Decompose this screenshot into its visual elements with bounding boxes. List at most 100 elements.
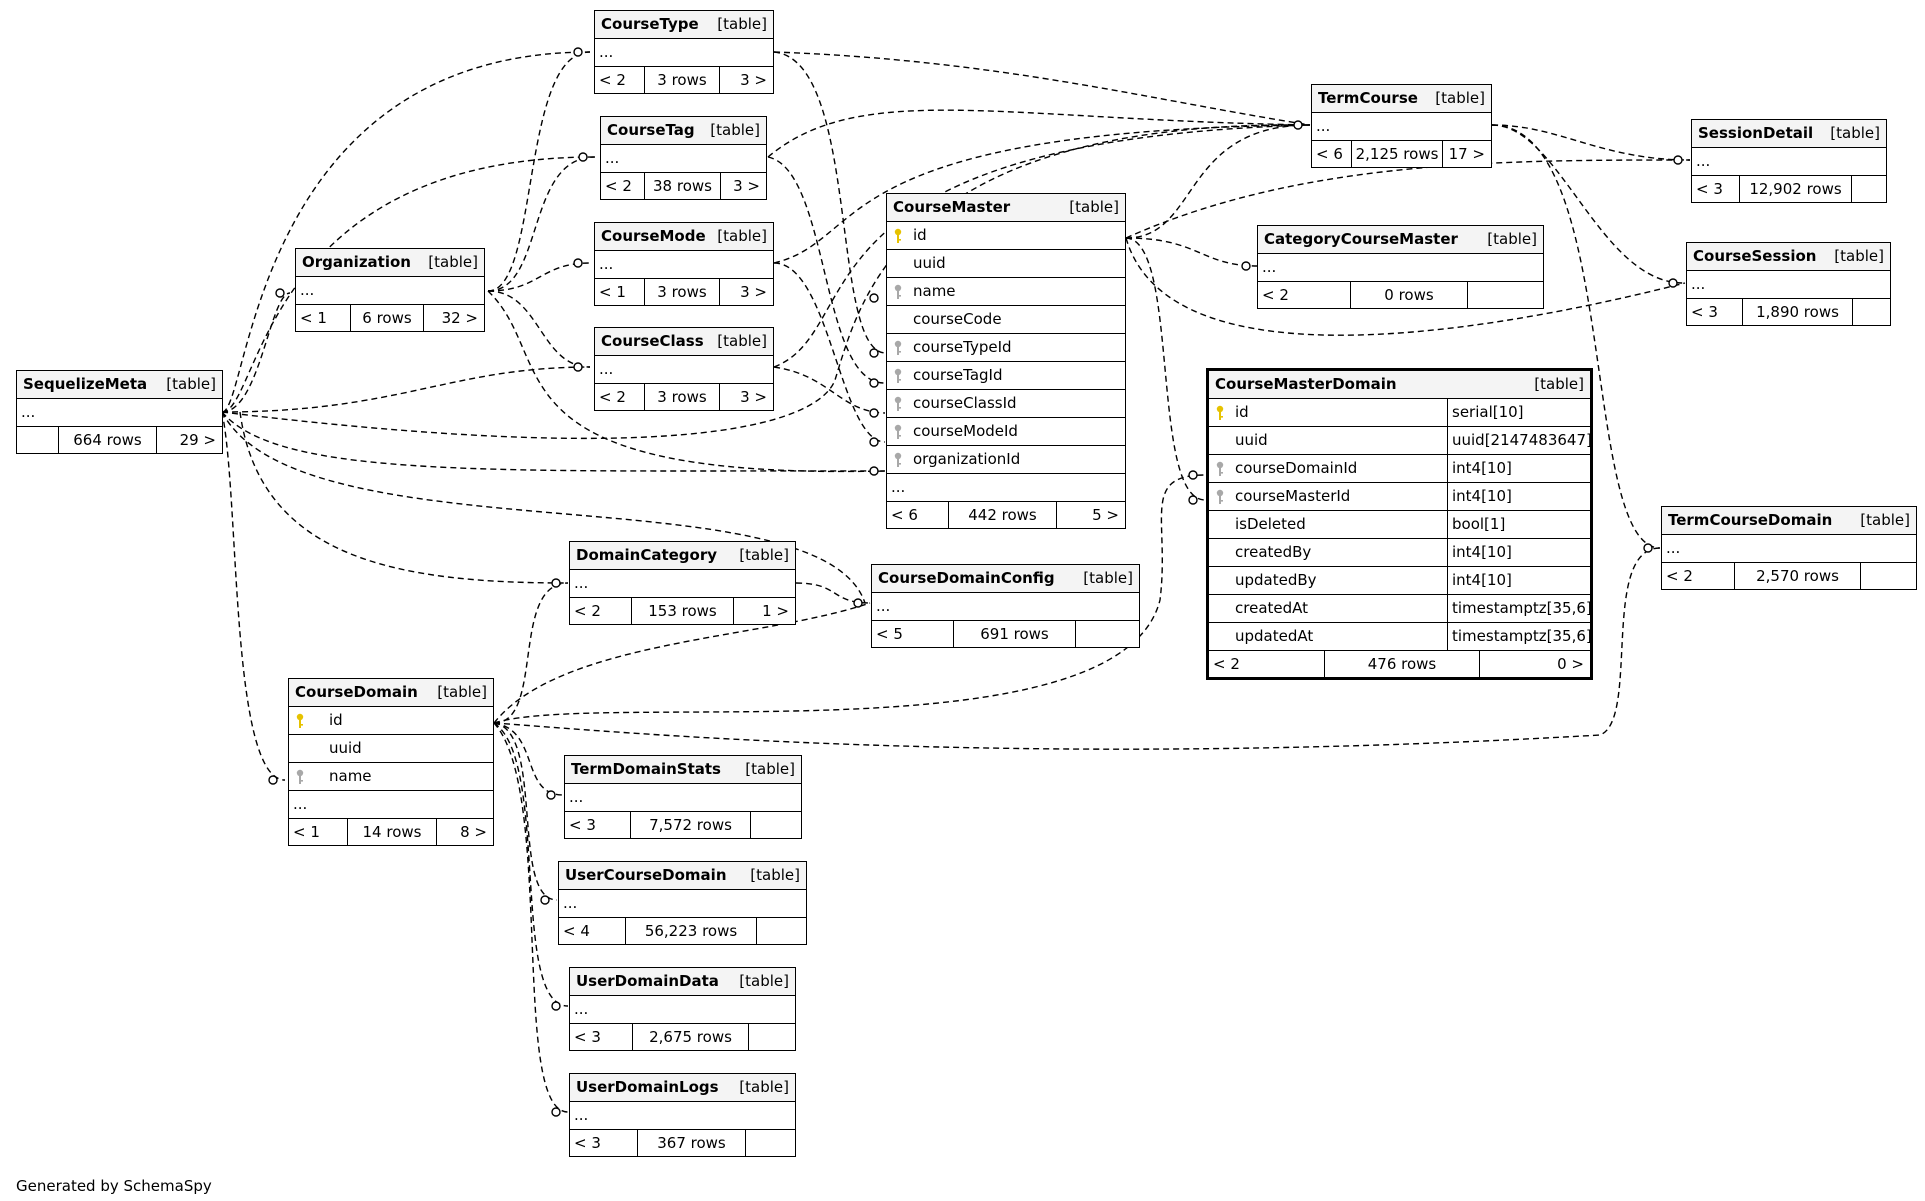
children-count xyxy=(1853,299,1890,325)
column-name: uuid xyxy=(1235,431,1268,449)
table-type: [table] xyxy=(739,972,789,990)
foreign-key-icon xyxy=(289,769,311,785)
column-name: courseMasterId xyxy=(1235,487,1351,505)
edge-organization-coursetype xyxy=(487,51,591,292)
children-count: 3 > xyxy=(740,282,767,301)
edge-sequelizemeta-domaincategory xyxy=(239,411,569,584)
edge-courseclass-termcourse xyxy=(773,124,1311,368)
row-count: 12,902 rows xyxy=(1740,176,1852,202)
table-name: UserDomainData xyxy=(576,972,719,990)
parents-count: < 3 xyxy=(570,1130,638,1156)
column-name: id xyxy=(1235,403,1249,421)
table-type: [table] xyxy=(750,866,800,884)
primary-key-icon xyxy=(1209,405,1231,421)
edge-coursemaster-categorycoursemaster xyxy=(1125,237,1259,267)
parents-count: < 1 xyxy=(296,305,351,331)
column-row: courseTypeId xyxy=(887,334,1125,362)
table-name: CourseMode xyxy=(601,227,706,245)
column-row: organizationId xyxy=(887,446,1125,474)
table-name: CourseMasterDomain xyxy=(1215,375,1397,393)
children-count: 32 > xyxy=(441,308,478,327)
parents-count: < 2 xyxy=(601,173,645,199)
table-name: UserDomainLogs xyxy=(576,1078,719,1096)
parents-count: < 2 xyxy=(595,67,645,93)
table-name: UserCourseDomain xyxy=(565,866,727,884)
table-header: CategoryCourseMaster[table] xyxy=(1258,226,1543,254)
columns-more: ... xyxy=(595,251,773,279)
edge-coursemaster-termcourse xyxy=(1125,124,1311,239)
column-name: courseCode xyxy=(913,310,1002,328)
table-header: UserDomainLogs [table] xyxy=(570,1074,795,1102)
column-type: timestamptz[35,6] xyxy=(1447,595,1592,622)
edge-organization-coursemode xyxy=(487,262,591,292)
children-count xyxy=(1076,621,1139,647)
column-row: uuid xyxy=(887,250,1125,278)
column-row: courseClassId xyxy=(887,390,1125,418)
table-type: [table] xyxy=(739,546,789,564)
edge-termcourse-coursesession xyxy=(1491,124,1686,284)
column-type: serial[10] xyxy=(1447,399,1590,426)
table-header: CourseDomainConfig[table] xyxy=(872,565,1139,593)
table-header: TermCourseDomain[table] xyxy=(1662,507,1916,535)
table-type: [table] xyxy=(739,1078,789,1096)
foreign-key-icon xyxy=(1209,489,1231,505)
column-row: id serial[10] xyxy=(1209,399,1590,427)
crowfoot-markers xyxy=(268,47,1683,1117)
children-count: 29 > xyxy=(179,430,216,449)
row-count: 664 rows xyxy=(59,427,157,453)
column-type: uuid[2147483647] xyxy=(1447,427,1592,454)
table-header: CourseDomain[table] xyxy=(289,679,493,707)
children-count xyxy=(1468,282,1543,308)
edge-organization-coursemaster xyxy=(487,290,886,473)
edge-sequelizemeta-organization xyxy=(221,292,291,413)
parents-count: < 5 xyxy=(872,621,954,647)
columns-more: ... xyxy=(559,890,806,918)
column-name: uuid xyxy=(913,254,946,272)
edge-coursemode-coursemaster xyxy=(773,262,886,443)
columns-more: ... xyxy=(570,570,795,598)
children-count xyxy=(1852,176,1886,202)
children-count: 17 > xyxy=(1448,144,1485,163)
columns-more: ... xyxy=(1692,148,1886,176)
columns-more: ... xyxy=(1258,254,1543,282)
children-count: 3 > xyxy=(740,387,767,406)
row-count: 442 rows xyxy=(949,502,1057,528)
table-header: TermCourse[table] xyxy=(1312,85,1491,113)
column-type: int4[10] xyxy=(1447,567,1590,594)
parents-count: < 2 xyxy=(1209,651,1325,677)
row-count: 56,223 rows xyxy=(626,918,757,944)
row-count: 2,675 rows xyxy=(633,1024,749,1050)
column-name: name xyxy=(329,767,372,785)
edge-organization-courseclass xyxy=(487,290,591,368)
children-count: 8 > xyxy=(460,822,487,841)
column-name: courseDomainId xyxy=(1235,459,1358,477)
